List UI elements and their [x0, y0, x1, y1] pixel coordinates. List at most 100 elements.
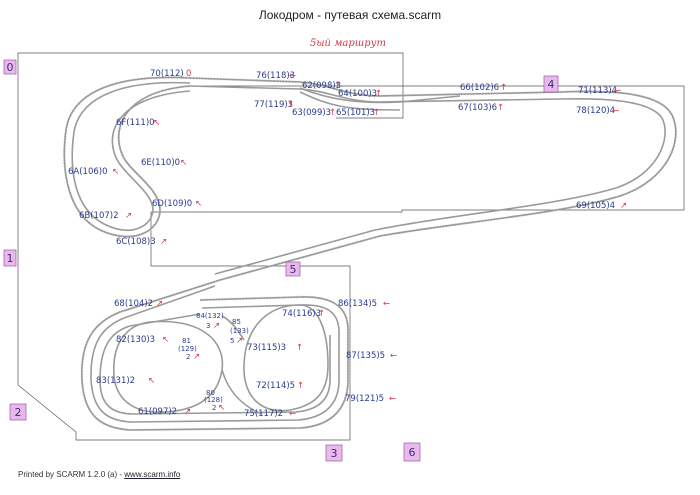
svg-text:↖: ↖ [218, 403, 225, 413]
svg-text:↗: ↗ [184, 407, 191, 417]
svg-text:64(100)3: 64(100)3 [338, 89, 377, 99]
svg-text:6A(106)0: 6A(106)0 [68, 167, 108, 177]
svg-text:2: 2 [186, 353, 190, 361]
svg-text:85: 85 [232, 318, 241, 326]
switch-label-6A: 6A(106)0↖ [68, 167, 119, 177]
svg-text:↗: ↗ [125, 211, 132, 221]
switch-label-6E: 6E(110)0↖ [141, 158, 187, 168]
svg-text:5: 5 [230, 337, 234, 345]
svg-text:77(119)3: 77(119)3 [254, 100, 293, 110]
zone-marker-3: 3 [325, 444, 343, 462]
svg-text:↗: ↗ [193, 352, 200, 362]
footer: Printed by SCARM 1.2.0 (a) - www.scarm.i… [18, 470, 180, 479]
svg-text:←: ← [389, 394, 396, 404]
svg-text:65(101)3: 65(101)3 [336, 108, 375, 118]
switch-label-69: 69(105)4↗ [576, 201, 627, 211]
svg-text:81: 81 [182, 337, 191, 345]
svg-text:(129): (129) [178, 345, 197, 353]
switch-label-62: 62(098)3↑ [302, 81, 341, 91]
switch-label-74: 74(116)3↑ [282, 309, 325, 319]
svg-text:80: 80 [206, 389, 215, 397]
switch-label-63: 63(099)3↑ [292, 108, 336, 118]
svg-text:↑: ↑ [318, 309, 325, 319]
zone-marker-1: 1 [3, 249, 17, 267]
svg-text:87(135)5: 87(135)5 [346, 351, 385, 361]
svg-text:←: ← [289, 71, 296, 81]
zone-marker-6: 6 [403, 442, 421, 462]
svg-text:66(102)6: 66(102)6 [460, 83, 499, 93]
route-note: 5ый маршрут [310, 38, 386, 49]
svg-text:6E(110)0: 6E(110)0 [141, 158, 180, 168]
lower-loop-tracks [80, 278, 350, 432]
svg-text:2: 2 [15, 406, 22, 419]
footer-printed-by: Printed by SCARM 1.2.0 (a) - [18, 470, 125, 479]
switch-label-78: 78(120)4← [576, 106, 619, 116]
switch-label-71: 71(113)4← [578, 86, 621, 96]
svg-text:↖: ↖ [195, 199, 202, 209]
svg-text:↗: ↗ [160, 237, 167, 247]
svg-text:6D(109)0: 6D(109)0 [152, 199, 192, 209]
svg-text:↖: ↖ [153, 118, 160, 128]
svg-text:3: 3 [206, 322, 210, 330]
svg-text:(133): (133) [230, 327, 249, 335]
svg-text:5: 5 [290, 263, 297, 276]
switch-label-6D: 6D(109)0↖ [152, 199, 202, 209]
svg-text:(128): (128) [204, 396, 223, 404]
switch-label-72: 72(114)5↑ [256, 381, 304, 391]
svg-text:1: 1 [7, 252, 14, 265]
switch-label-82: 82(130)3↖ [116, 335, 169, 345]
svg-text:6B(107)2: 6B(107)2 [79, 211, 119, 221]
svg-text:←: ← [612, 106, 619, 116]
svg-text:70(112): 70(112) [150, 69, 184, 79]
svg-text:↑: ↑ [287, 100, 294, 110]
footer-link[interactable]: www.scarm.info [124, 470, 181, 479]
zone-marker-4: 4 [543, 75, 559, 93]
svg-text:↑: ↑ [296, 343, 303, 353]
svg-text:67(103)6: 67(103)6 [458, 103, 497, 113]
svg-text:←: ← [614, 86, 621, 96]
svg-text:←: ← [289, 409, 296, 419]
svg-text:0: 0 [186, 69, 191, 79]
svg-text:6F(111)0: 6F(111)0 [116, 118, 155, 128]
svg-text:6: 6 [409, 446, 416, 459]
switch-label-77: 77(119)3↑ [254, 100, 294, 110]
svg-text:↑: ↑ [500, 83, 507, 93]
svg-text:4: 4 [548, 78, 555, 91]
switch-label-70: 70(112)0 [150, 69, 191, 79]
zone-marker-5: 5 [285, 261, 301, 277]
svg-text:71(113)4: 71(113)4 [578, 86, 617, 96]
svg-text:↑: ↑ [329, 108, 336, 118]
svg-text:↖: ↖ [180, 158, 187, 168]
svg-text:73(115)3: 73(115)3 [247, 343, 286, 353]
svg-text:76(118)3: 76(118)3 [256, 71, 295, 81]
switch-label-6C: 6C(108)3↗ [116, 237, 167, 247]
svg-text:79(121)5: 79(121)5 [345, 394, 384, 404]
switch-label-66: 66(102)6↑ [460, 83, 507, 93]
svg-text:75(117)2: 75(117)2 [244, 409, 283, 419]
svg-text:84(132): 84(132) [196, 312, 224, 320]
zone-marker-0: 0 [3, 59, 17, 75]
switch-label-81: 81(129)2↗ [178, 337, 200, 362]
svg-text:↑: ↑ [373, 108, 380, 118]
switch-label-75: 75(117)2 ← [244, 409, 296, 419]
switch-label-68: 68(104)2↗ [114, 299, 163, 309]
switch-label-6F: 6F(111)0↖ [116, 118, 160, 128]
switch-label-61: 61(097)2 ↗ [138, 407, 191, 417]
svg-text:61(097)2: 61(097)2 [138, 407, 177, 417]
switch-label-85: 85(133) 5↗ [230, 318, 249, 346]
switch-label-84: 84(132)3↗ [196, 312, 224, 331]
svg-text:82(130)3: 82(130)3 [116, 335, 155, 345]
switch-label-67: 67(103)6↑ [458, 103, 504, 113]
svg-text:←: ← [390, 351, 397, 361]
svg-text:↗: ↗ [620, 201, 627, 211]
svg-text:3: 3 [331, 447, 338, 460]
zone-marker-2: 2 [9, 403, 27, 421]
svg-text:68(104)2: 68(104)2 [114, 299, 153, 309]
switch-label-76: 76(118)3← [256, 71, 296, 81]
svg-text:↗: ↗ [236, 336, 243, 346]
switch-label-79: 79(121)5 ← [345, 394, 396, 404]
switch-label-87: 87(135)5 ← [346, 351, 397, 361]
svg-text:↑: ↑ [375, 89, 382, 99]
svg-text:78(120)4: 78(120)4 [576, 106, 615, 116]
